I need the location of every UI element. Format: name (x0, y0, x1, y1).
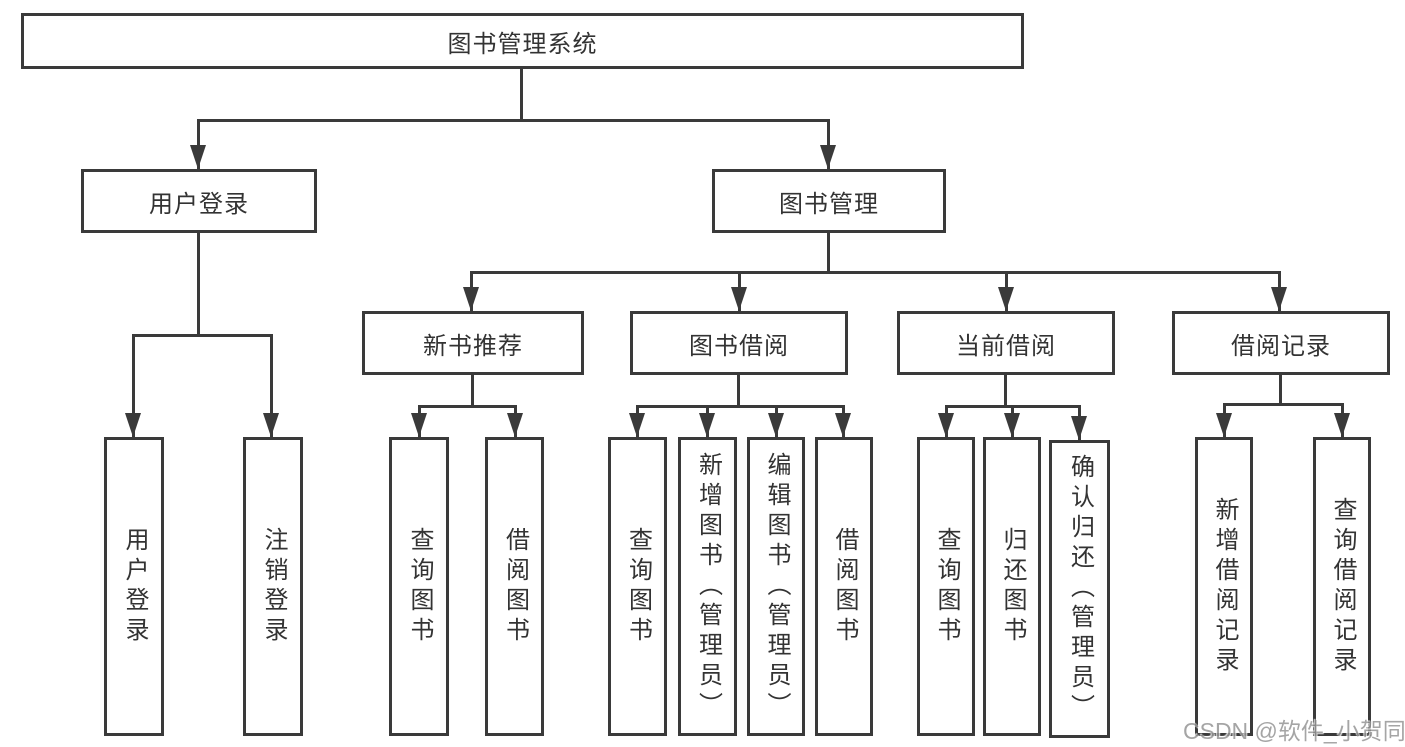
node-user-login: 用户登录 (81, 169, 317, 233)
leaf-logout: 注销登录 (243, 437, 303, 736)
leaf-add-books-admin: 新增图书（管理员） (678, 437, 737, 736)
arrowhead (768, 413, 784, 437)
arrowhead (820, 145, 836, 169)
node-current-borrowing-label: 当前借阅 (956, 332, 1056, 360)
connector-line (270, 334, 273, 437)
leaf-borrow-books-2-label: 借阅图书 (831, 526, 858, 647)
csdn-watermark: CSDN @软件_小贺同学 (1183, 718, 1405, 744)
connector-line (827, 233, 830, 274)
leaf-logout-label: 注销登录 (260, 526, 287, 647)
leaf-add-borrow-record: 新增借阅记录 (1195, 437, 1253, 736)
arrowhead (835, 413, 851, 437)
leaf-return-books-label: 归还图书 (999, 526, 1026, 647)
leaf-query-books-1-label: 查询图书 (406, 526, 433, 647)
leaf-query-borrow-record: 查询借阅记录 (1313, 437, 1371, 736)
leaf-edit-books-admin: 编辑图书（管理员） (747, 437, 805, 736)
arrowhead (411, 413, 427, 437)
leaf-borrow-books-1-label: 借阅图书 (501, 526, 529, 647)
arrowhead (731, 287, 747, 311)
connector-line (636, 405, 845, 408)
leaf-query-books-1: 查询图书 (389, 437, 449, 736)
node-root-label: 图书管理系统 (447, 30, 598, 58)
leaf-query-books-2: 查询图书 (608, 437, 667, 736)
arrowhead (125, 413, 141, 437)
node-current-borrowing: 当前借阅 (897, 311, 1115, 375)
node-borrowing-records-label: 借阅记录 (1231, 332, 1331, 360)
arrowhead (263, 413, 279, 437)
node-new-book-recommendation-label: 新书推荐 (423, 332, 523, 360)
connector-line (197, 119, 830, 122)
arrowhead (1004, 413, 1020, 437)
node-new-book-recommendation: 新书推荐 (362, 311, 584, 375)
node-book-borrowing: 图书借阅 (630, 311, 848, 375)
connector-line (1004, 375, 1007, 408)
connector-line (132, 334, 273, 337)
arrowhead (190, 145, 206, 169)
arrowhead (699, 413, 715, 437)
arrowhead (1334, 413, 1350, 437)
arrowhead (1216, 413, 1232, 437)
leaf-query-books-3: 查询图书 (917, 437, 975, 736)
connector-line (471, 375, 474, 408)
leaf-edit-books-admin-label: 编辑图书（管理员） (763, 451, 790, 722)
arrowhead (938, 413, 954, 437)
leaf-add-borrow-record-label: 新增借阅记录 (1211, 496, 1238, 677)
connector-line (197, 119, 200, 169)
connector-line (471, 271, 1281, 274)
leaf-query-books-2-label: 查询图书 (624, 526, 652, 647)
leaf-confirm-return-admin-label: 确认归还（管理员） (1066, 454, 1094, 724)
node-book-management-label: 图书管理 (779, 190, 879, 218)
leaf-borrow-books-1: 借阅图书 (485, 437, 544, 736)
node-book-borrowing-label: 图书借阅 (689, 332, 789, 360)
connector-line (197, 233, 200, 337)
leaf-add-books-admin-label: 新增图书（管理员） (694, 451, 722, 722)
connector-line (132, 334, 135, 437)
arrowhead (629, 413, 645, 437)
node-user-login-label: 用户登录 (149, 190, 249, 218)
node-root: 图书管理系统 (21, 13, 1024, 69)
leaf-query-books-3-label: 查询图书 (933, 526, 960, 647)
connector-line (418, 405, 517, 408)
arrowhead (1271, 287, 1287, 311)
connector-line (737, 375, 740, 408)
node-borrowing-records: 借阅记录 (1172, 311, 1390, 375)
leaf-return-books: 归还图书 (983, 437, 1041, 736)
leaf-user-login-label: 用户登录 (121, 526, 148, 647)
leaf-query-borrow-record-label: 查询借阅记录 (1329, 496, 1356, 677)
arrowhead (998, 287, 1014, 311)
arrowhead (507, 413, 523, 437)
arrowhead (1071, 416, 1087, 440)
node-book-management: 图书管理 (712, 169, 946, 233)
leaf-confirm-return-admin: 确认归还（管理员） (1049, 440, 1110, 738)
connector-line (1279, 375, 1282, 406)
leaf-user-login: 用户登录 (104, 437, 164, 736)
connector-line (1223, 403, 1344, 406)
arrowhead (463, 287, 479, 311)
connector-line (520, 68, 523, 121)
leaf-borrow-books-2: 借阅图书 (815, 437, 873, 736)
connector-line (827, 119, 830, 169)
